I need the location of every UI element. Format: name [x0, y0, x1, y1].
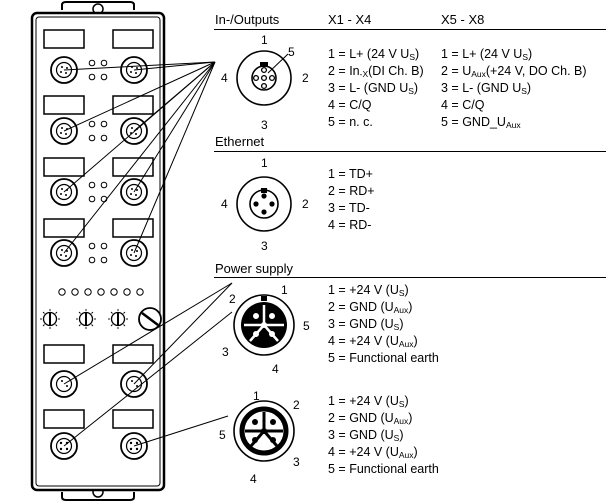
pin-assignment-row: 2 = GND (UAux)	[328, 300, 413, 315]
io-pin-label-2: 2	[302, 71, 309, 85]
pin-assignment-row: 5 = n. c.	[328, 115, 373, 129]
pin-assignment-row: 3 = L- (GND US)	[328, 81, 419, 96]
ethernet-connector-icon	[236, 176, 292, 232]
leader-lines	[63, 61, 233, 447]
pwr-male-pin-label-5: 5	[303, 319, 310, 333]
pin-assignment-row: 5 = Functional earth	[328, 462, 439, 476]
pin-assignment-row: 1 = L+ (24 V US)	[441, 47, 533, 62]
eth-pin-label-3: 3	[261, 239, 268, 253]
eth-pin-label-1: 1	[261, 156, 268, 170]
power-male-connector-icon	[233, 294, 295, 356]
ethernet-section-title: Ethernet	[215, 134, 265, 149]
power-male-assignments: 1 = +24 V (US) 2 = GND (UAux) 3 = GND (US)…	[328, 282, 439, 367]
io-section-rule	[214, 29, 606, 30]
pin-assignment-row: 4 = +24 V (UAux)	[328, 334, 418, 349]
pin-assignment-row: 4 = +24 V (UAux)	[328, 445, 418, 460]
pin-assignment-row: 4 = RD-	[328, 218, 372, 232]
pin-assignment-row: 3 = GND (US)	[328, 317, 404, 332]
pwr-female-pin-label-5: 5	[219, 428, 226, 442]
label-windows	[43, 29, 154, 429]
io-pin-label-4: 4	[221, 71, 228, 85]
io-pin-label-1: 1	[261, 33, 268, 47]
column-header-x5-x8: X5 - X8	[441, 12, 485, 27]
ethernet-section-rule	[214, 151, 606, 152]
pwr-male-pin-label-1: 1	[281, 283, 288, 297]
io-section-title: In-/Outputs	[215, 12, 280, 27]
column-header-x1-x4: X1 - X4	[328, 12, 372, 27]
eth-pin-label-4: 4	[221, 197, 228, 211]
pin-assignment-row: 1 = L+ (24 V US)	[328, 47, 420, 62]
pin-assignment-row: 1 = +24 V (US)	[328, 283, 409, 298]
eth-pin-label-2: 2	[302, 197, 309, 211]
pwr-female-pin-label-2: 2	[293, 398, 300, 412]
pin-assignment-row: 2 = RD+	[328, 184, 375, 198]
io-connector-icon	[236, 50, 292, 106]
pwr-male-pin-label-4: 4	[272, 362, 279, 376]
rotary-switches	[42, 311, 126, 327]
power-female-assignments: 1 = +24 V (US) 2 = GND (UAux) 3 = GND (US)…	[328, 393, 439, 478]
pwr-female-pin-label-3: 3	[293, 455, 300, 469]
io-x1-x4-assignments: 1 = L+ (24 V US) 2 = In-X(DI Ch. B) 3 = L-…	[328, 46, 424, 131]
pin-assignment-row: 5 = GND_UAux	[441, 115, 521, 130]
pin-assignment-row: 4 = C/Q	[328, 98, 372, 112]
io-pin-label-3: 3	[261, 118, 268, 132]
pin-assignment-row: 2 = In-X(DI Ch. B)	[328, 64, 424, 79]
pwr-male-pin-label-2: 2	[229, 292, 236, 306]
pin-assignment-row: 3 = L- (GND US)	[441, 81, 532, 96]
pin-assignment-row: 4 = C/Q	[441, 98, 485, 112]
pwr-female-pin-label-1: 1	[253, 389, 260, 403]
io-x5-x8-assignments: 1 = L+ (24 V US) 2 = UAux(+24 V, DO Ch. B…	[441, 46, 587, 131]
status-leds	[58, 59, 144, 296]
rotary-switch-ticks	[40, 309, 128, 329]
pin-assignment-row: 2 = UAux(+24 V, DO Ch. B)	[441, 64, 587, 79]
power-section-rule	[214, 277, 606, 278]
pin-assignment-row: 5 = Functional earth	[328, 351, 439, 365]
pwr-male-pin-label-3: 3	[222, 345, 229, 359]
power-section-title: Power supply	[215, 261, 294, 276]
pin-assignment-row: 2 = GND (UAux)	[328, 411, 413, 426]
pwr-female-pin-label-4: 4	[250, 472, 257, 486]
pin-assignment-row: 3 = TD-	[328, 201, 370, 215]
power-female-connector-icon	[233, 400, 295, 462]
ethernet-assignments: 1 = TD+ 2 = RD+ 3 = TD- 4 = RD-	[328, 166, 375, 234]
io-pin-label-5: 5	[288, 45, 295, 59]
pin-assignment-row: 1 = +24 V (US)	[328, 394, 409, 409]
pin-assignment-row: 1 = TD+	[328, 167, 373, 181]
pin-assignment-row: 3 = GND (US)	[328, 428, 404, 443]
